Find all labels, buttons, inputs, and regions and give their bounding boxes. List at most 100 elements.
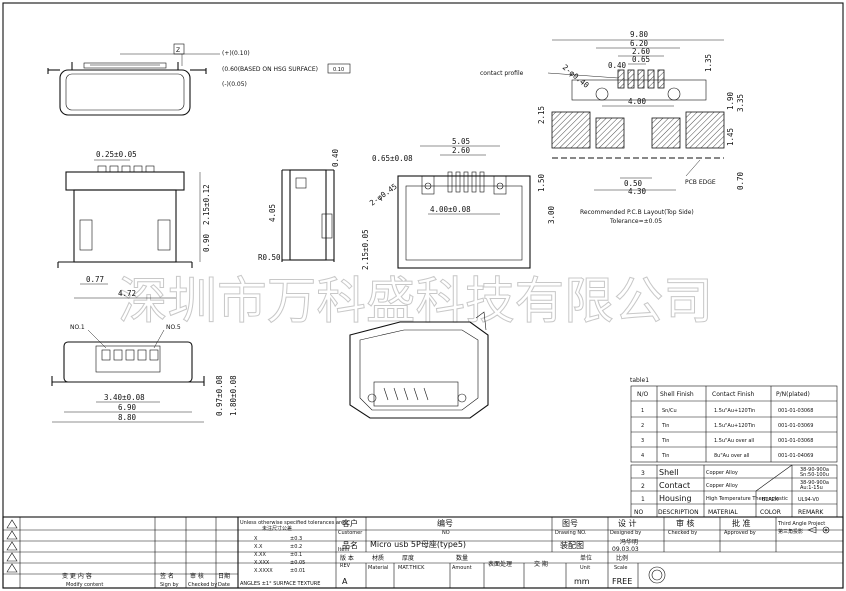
pcb-d-040: 0.40 (608, 61, 627, 70)
scale-cn: 比例 (616, 554, 628, 562)
bom-header-cell: NO (634, 509, 643, 516)
plating-cell: 8u"Au over all (714, 453, 749, 459)
svg-text:38-90-900a: 38-90-900a (800, 480, 829, 486)
designed-en: Designed by (610, 530, 641, 536)
plating-cell: 001-01-03069 (778, 423, 813, 429)
front-d-leg: 0.90 (202, 233, 211, 252)
pcb-d-145: 1.45 (726, 128, 735, 146)
plating-header-cell: P/N(plated) (776, 391, 810, 398)
pcb-d-400: 4.00 (628, 97, 647, 106)
material-en: Material (368, 565, 388, 571)
bom-material: Copper Alloy (706, 483, 738, 489)
bom-no: 1 (641, 496, 645, 503)
material-cn: 材质 (372, 554, 384, 562)
tol-grade: X.XX (254, 552, 266, 558)
watermark: 深圳市万科盛科技有限公司 (118, 272, 713, 330)
thick-en: MAT.THICK (398, 565, 425, 571)
unit-en: Unit (580, 565, 590, 571)
plating-table-title: table1 (630, 377, 649, 384)
check-cn: 审 核 (190, 572, 204, 580)
bom-header-cell: REMARK (798, 509, 824, 516)
svg-text:38-90-900a: 38-90-900a (800, 467, 829, 473)
customer-en: Customer (338, 530, 363, 536)
pcb-d-070: 0.70 (736, 171, 745, 190)
modify-en: Modify content (66, 582, 103, 588)
scale-en: Scale (614, 565, 627, 571)
pcb-d-335: 3.35 (736, 94, 745, 112)
tol-grade: X (254, 536, 258, 542)
amount-cn: 数量 (456, 554, 468, 562)
tol-value: ±0.2 (290, 544, 302, 550)
pcb-layout: 9.80 6.20 2.60 0.65 0.40 2-φ0.40 1.35 co… (480, 30, 745, 225)
bom-header-cell: DESCRIPTION (658, 509, 699, 516)
plating-cell: 1.5u"Au+120Tin (714, 423, 755, 429)
top-view: Z (+)(0.10) (0.60(BASED ON HSG SURFACE) … (47, 43, 351, 116)
pcb-d-215: 2.15 (537, 106, 546, 124)
sign-cn: 签 名 (160, 572, 174, 580)
rear-no5: NO.5 (166, 324, 181, 331)
rear-d-880: 8.80 (118, 413, 137, 422)
delivery-cn: 交 期 (534, 560, 548, 568)
plating-cell: Tin (661, 453, 669, 459)
rear-d-097: 0.97±0.08 (215, 375, 224, 416)
amount-en: Amount (452, 565, 472, 571)
pcb-d-135: 1.35 (704, 54, 713, 72)
pcb-tolerance: Tolerance=±0.05 (609, 218, 662, 225)
title-block: Unless otherwise specified tolerances ar… (2, 516, 844, 589)
date-en: Date (218, 582, 230, 588)
bottom-d-260: 2.60 (452, 146, 471, 155)
front-d-side: 2.15±0.12 (202, 184, 211, 225)
svg-text:Sn:50-100u: Sn:50-100u (800, 472, 829, 478)
side-radius: R0.50 (258, 253, 281, 262)
drawing-type: 装配图 (560, 540, 584, 550)
tol-grade: X.X (254, 544, 263, 550)
bottom-d-300: 3.00 (547, 205, 556, 224)
plating-cell: 1.5u"Au+120Tin (714, 408, 755, 414)
plating-cell: Tin (661, 438, 669, 444)
bom-header-cell: MATERIAL (708, 509, 738, 516)
check-en: Checked by (188, 582, 217, 588)
front-d-pitch: 0.77 (86, 275, 104, 284)
bom-no: 2 (641, 483, 645, 490)
angles-note: ANGLES ±1° SURFACE TEXTURE (240, 581, 320, 587)
plating-table: table1 N/O Shell Finish Contact Finish P/N(… (630, 377, 838, 463)
front-d-width: 4.72 (118, 289, 136, 298)
pcb-d-065: 0.65 (632, 55, 650, 64)
rev-cn: 版 本 (340, 554, 354, 562)
bom-table: 38-90-900a Sn:50-100u 38-90-900a Au:1-15… (630, 464, 838, 518)
pcb-edge-label: PCB EDGE (685, 179, 716, 186)
front-view: 0.25±0.05 2.15±0.12 0.90 0.77 4.72 (57, 150, 211, 299)
tol-value: ±0.1 (290, 552, 302, 558)
pcb-d-620: 6.20 (630, 39, 649, 48)
bottom-d-215: 2.15±0.05 (361, 229, 370, 270)
rear-view: NO.1 NO.5 3.40±0.08 6.90 8.80 0.97±0.08 … (51, 324, 238, 423)
plating-header-cell: N/O (637, 391, 649, 398)
part-no-en: NO (442, 530, 450, 536)
tol-value: ±0.3 (290, 536, 302, 542)
plating-header-cell: Shell Finish (660, 391, 694, 398)
approved-cn: 批 准 (732, 518, 751, 528)
plating-cell: 1 (641, 408, 644, 414)
modify-cn: 变 更 内 容 (62, 572, 92, 580)
bom-no: 3 (641, 470, 645, 477)
designed-cn: 设 计 (618, 518, 637, 528)
tol-value: ±0.01 (290, 568, 305, 574)
customer-cn: 客户 (342, 518, 358, 528)
bottom-d-065: 0.65±0.08 (372, 154, 413, 163)
bom-material: High Temperature Thermoplastic (706, 496, 788, 502)
tol-minus: (-)(0.05) (222, 81, 247, 88)
side-d-040: 0.40 (331, 148, 340, 167)
plating-header-cell: Contact Finish (712, 391, 755, 398)
item-cn: 品名 (342, 540, 358, 550)
part-no-cn: 编号 (437, 518, 453, 528)
bottom-d-phi: 2-φ0.45 (368, 182, 399, 208)
pcb-d-190: 1.90 (726, 91, 735, 110)
pcb-caption: Recommended P.C.B Layout(Top Side) (580, 209, 694, 216)
plating-cell: 3 (641, 438, 644, 444)
thick-cn: 厚度 (402, 554, 414, 562)
third-angle-projection-icon (807, 526, 830, 534)
tol-note: Unless otherwise specified tolerances ar… (240, 520, 344, 526)
pcb-d-phi: 2-φ0.40 (561, 63, 591, 91)
rear-d-690: 6.90 (118, 403, 137, 412)
bom-remark: UL94-V0 (798, 497, 819, 503)
